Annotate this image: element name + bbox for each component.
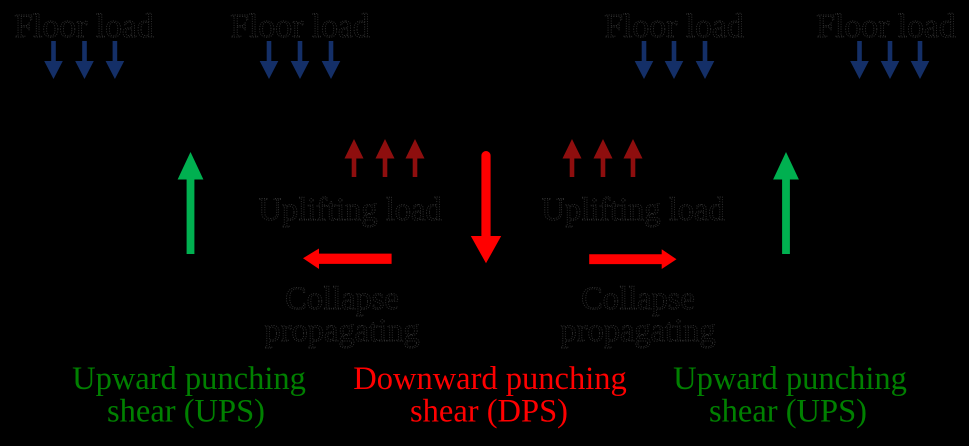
svg-text:Upward punching: Upward punching xyxy=(673,361,907,397)
svg-text:Collapse: Collapse xyxy=(581,281,695,317)
svg-text:Floor load: Floor load xyxy=(604,8,744,45)
svg-text:Downward punching: Downward punching xyxy=(353,361,627,397)
svg-text:shear (DPS): shear (DPS) xyxy=(410,394,568,430)
svg-text:Upward punching: Upward punching xyxy=(72,361,306,397)
svg-text:propagating: propagating xyxy=(560,313,715,349)
svg-text:Uplifting load: Uplifting load xyxy=(258,192,441,228)
svg-text:Floor load: Floor load xyxy=(816,8,956,45)
svg-text:propagating: propagating xyxy=(264,313,419,349)
svg-text:shear (UPS): shear (UPS) xyxy=(107,394,265,430)
svg-text:shear (UPS): shear (UPS) xyxy=(709,394,867,430)
svg-text:Uplifting load: Uplifting load xyxy=(541,192,724,228)
svg-text:Collapse: Collapse xyxy=(285,281,399,317)
svg-text:Floor load: Floor load xyxy=(230,8,370,45)
svg-text:Floor load: Floor load xyxy=(14,8,154,45)
